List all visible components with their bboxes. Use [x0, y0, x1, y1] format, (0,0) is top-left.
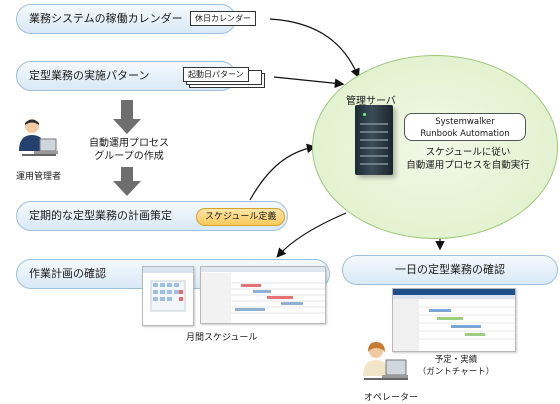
operator-label: オペレーター — [364, 393, 419, 403]
group-creation-line1: 自動運用プロセス — [89, 138, 169, 149]
server-tower-icon — [355, 105, 393, 175]
step-calendar-label: 業務システムの稼働カレンダー — [29, 12, 183, 25]
holiday-calendar-label: 休日カレンダー — [195, 14, 251, 23]
group-creation-line2: グループの作成 — [94, 151, 164, 162]
arrow-plan-to-server — [249, 143, 317, 201]
operator-person-icon — [358, 342, 410, 392]
admin-label: 運用管理者 — [16, 172, 62, 182]
monthly-schedule-caption: 月間スケジュール — [186, 333, 258, 343]
admin-person-icon — [14, 117, 58, 169]
step-calendar: 業務システムの稼働カレンダー — [16, 4, 236, 34]
startup-pattern-label: 起動日パターン — [188, 70, 244, 79]
gantt-caption-line2: （ガントチャート） — [417, 367, 495, 377]
product-line1: Systemwalker — [435, 117, 495, 127]
monthly-schedule-thumbnail — [200, 266, 326, 324]
group-creation-text: 自動運用プロセス グループの作成 — [84, 137, 174, 163]
runbook-automation-box: Systemwalker Runbook Automation — [404, 113, 526, 141]
gantt-thumbnail — [392, 288, 516, 352]
step-schedule-plan: 定期的な定型業務の計画策定 — [16, 201, 288, 231]
gantt-caption-line1: 予定・実績 — [434, 355, 478, 365]
gray-down-arrow-1 — [113, 100, 141, 134]
management-server-zone — [312, 55, 558, 239]
step-daily-confirm: 一日の定型業務の確認 — [342, 255, 558, 285]
arrow-calendar-to-server — [269, 18, 360, 79]
arrow-pattern-to-server — [273, 76, 345, 89]
step-pattern-label: 定型業務の実施パターン — [29, 69, 150, 82]
product-line2: Runbook Automation — [420, 129, 510, 139]
server-description: スケジュールに従い 自動運用プロセスを自動実行 — [398, 146, 538, 172]
calendar-thumbnail — [142, 266, 194, 326]
holiday-calendar-tag: 休日カレンダー — [190, 11, 256, 26]
step-schedule-plan-label: 定期的な定型業務の計画策定 — [29, 209, 172, 222]
server-label: 管理サーバ — [346, 96, 396, 107]
schedule-definition-label: スケジュール定義 — [205, 212, 277, 222]
gray-down-arrow-2 — [113, 167, 141, 196]
startup-pattern-tag: 起動日パターン — [183, 67, 249, 82]
schedule-definition-tag: スケジュール定義 — [196, 208, 286, 226]
server-description-line2: 自動運用プロセスを自動実行 — [406, 160, 530, 171]
step-daily-confirm-label: 一日の定型業務の確認 — [395, 263, 505, 276]
step-confirm-plan-label: 作業計画の確認 — [29, 267, 106, 280]
server-description-line1: スケジュールに従い — [425, 147, 511, 158]
gantt-caption: 予定・実績 （ガントチャート） — [416, 354, 496, 378]
arrow-server-to-confirm — [276, 212, 347, 258]
